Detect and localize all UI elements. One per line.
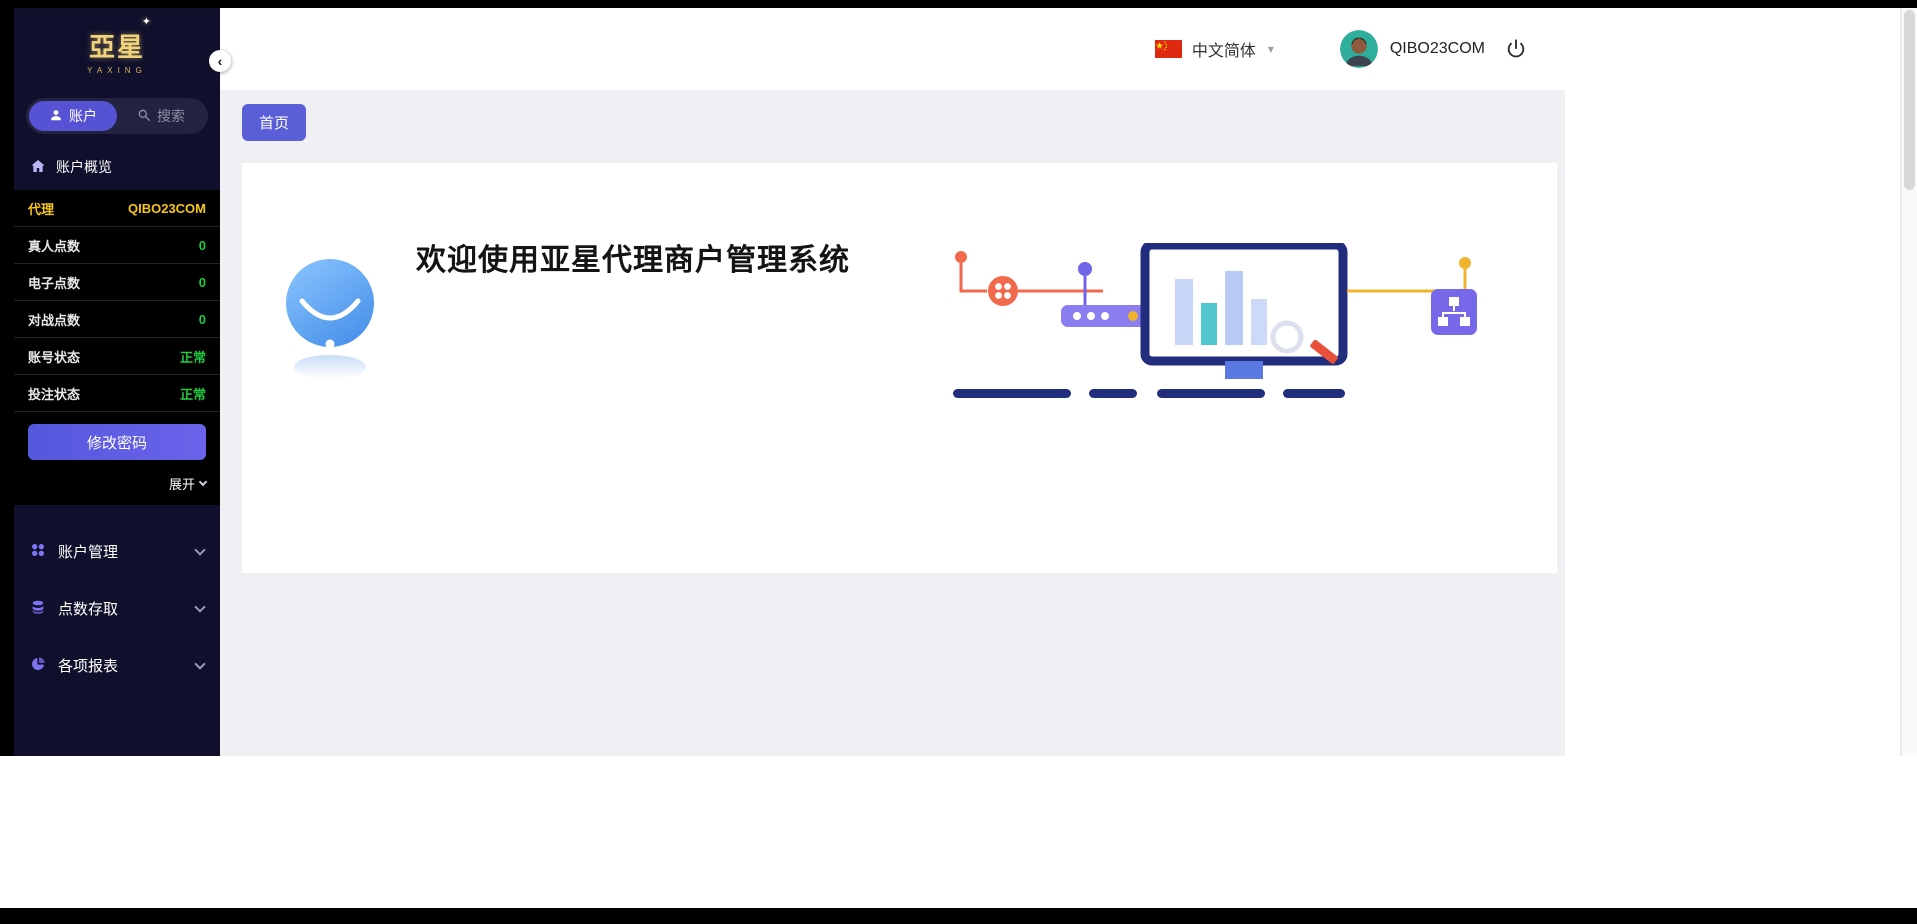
row-value: 0 [198,274,206,290]
star-icon: ✦ [141,16,153,28]
grid-dots-icon [30,542,46,562]
chevron-down-icon: ▾ [1267,42,1274,56]
tab-home-label: 首页 [259,115,290,132]
tab-search-label: 搜索 [157,108,185,124]
welcome-title: 欢迎使用亚星代理商户管理系统 [416,244,850,277]
logo: 亞星 ✦ YAXING [14,8,220,94]
account-row-account-status: 账号状态 正常 [14,338,220,375]
chevron-down-icon [194,600,206,613]
account-row-battle-points: 对战点数 0 [14,301,220,338]
person-icon [49,108,63,125]
tab-account[interactable]: 账户 [29,101,117,131]
row-label: 电子点数 [28,275,81,291]
chevron-down-icon [198,477,208,486]
row-value: 0 [198,311,206,327]
row-label: 账号状态 [28,349,81,365]
sidebar-menu: 账户管理 点数存取 各项报表 [14,523,220,694]
row-label: 投注状态 [28,386,81,402]
window-frame-bottom [0,908,1917,924]
row-value: 正常 [179,349,206,365]
language-label: 中文简体 [1191,43,1256,60]
menu-item-label: 账户管理 [58,544,119,561]
welcome-card: 欢迎使用亚星代理商户管理系统 [242,163,1557,573]
row-value: 0 [198,237,206,253]
tab-home[interactable]: 首页 [242,104,307,141]
page-bottom-margin [0,756,1917,908]
account-row-slot-points: 电子点数 0 [14,264,220,301]
row-label: 对战点数 [28,312,81,328]
expand-toggle[interactable]: 展开 [14,468,220,505]
power-icon [1507,39,1525,58]
window-frame-left [0,8,14,756]
tab-account-label: 账户 [69,108,97,124]
menu-item-label: 点数存取 [58,601,119,618]
row-value: 正常 [179,386,206,402]
app-viewport: ‹ 亞星 ✦ YAXING 账户 搜索 [0,8,1917,756]
sidebar-item-reports[interactable]: 各项报表 [14,637,220,694]
menu-item-label: 各项报表 [58,658,119,675]
account-row-bet-status: 投注状态 正常 [14,375,220,412]
avatar [1339,30,1378,68]
mascot-icon [276,251,388,388]
sidebar-item-points-deposit[interactable]: 点数存取 [14,580,220,637]
chevron-left-icon: ‹ [217,53,223,69]
pie-chart-icon [30,656,46,676]
sidebar-tab-group: 账户 搜索 [26,98,208,134]
chevron-down-icon [194,543,206,556]
sidebar: ‹ 亞星 ✦ YAXING 账户 搜索 [14,8,231,756]
china-flag-icon [1154,40,1182,58]
page-right-margin [1565,8,1901,756]
scrollbar-thumb[interactable] [1904,10,1915,190]
sidebar-item-label: 账户概览 [56,159,112,175]
brand-text: 亞星 [88,32,145,62]
sidebar-item-account-overview[interactable]: 账户概览 [14,144,220,190]
coins-icon [30,599,46,619]
row-label: 真人点数 [28,238,81,254]
language-selector[interactable]: 中文简体 ▾ [1154,37,1274,61]
window-frame-top [0,0,1917,8]
home-icon [30,158,46,177]
tab-search[interactable]: 搜索 [117,101,205,131]
user-menu[interactable]: QIBO23COM [1339,30,1485,68]
username: QIBO23COM [1389,40,1485,57]
chevron-down-icon [194,657,206,670]
account-row-agent: 代理 QIBO23COM [14,190,220,227]
row-value: QIBO23COM [127,200,206,216]
sidebar-collapse-button[interactable]: ‹ [209,50,231,72]
logout-button[interactable] [1503,36,1529,62]
row-label: 代理 [28,201,55,217]
change-password-button[interactable]: 修改密码 [28,424,206,460]
brand-subtitle: YAXING [87,66,147,75]
main-content: 首页 [220,90,1565,756]
search-icon [137,108,151,125]
account-summary-panel: 代理 QIBO23COM 真人点数 0 电子点数 0 对战点数 0 账号状态 正… [14,190,220,505]
scrollbar[interactable] [1901,8,1917,756]
main-column: 中文简体 ▾ QIBO23COM 首页 [220,8,1565,756]
sidebar-item-account-management[interactable]: 账户管理 [14,523,220,580]
account-row-live-points: 真人点数 0 [14,227,220,264]
topbar: 中文简体 ▾ QIBO23COM [220,8,1565,90]
dashboard-illustration [953,240,1493,408]
